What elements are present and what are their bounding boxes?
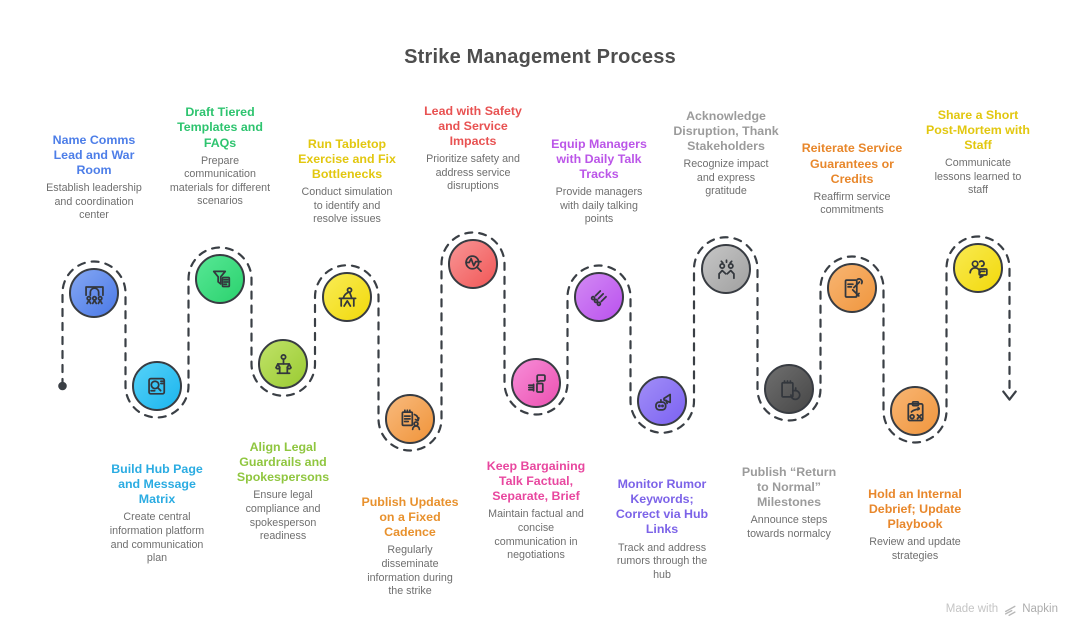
step-12-description: Announce steps towards normalcy bbox=[747, 514, 831, 540]
step-4-text: Align Legal Guardrails and Spokespersons… bbox=[217, 440, 349, 544]
step-6-title: Publish Updates on a Fixed Cadence bbox=[361, 495, 459, 540]
postmortem-chat-icon bbox=[968, 259, 988, 278]
step-14-title: Hold an Internal Debrief; Update Playboo… bbox=[868, 487, 962, 532]
step-4-title: Align Legal Guardrails and Spokespersons bbox=[236, 440, 330, 485]
step-2-title: Build Hub Page and Message Matrix bbox=[111, 462, 203, 507]
page-title: Strike Management Process bbox=[404, 46, 676, 68]
step-12-circle bbox=[764, 364, 814, 414]
path-end-arrowhead bbox=[1002, 390, 1017, 401]
update-cadence-icon bbox=[401, 408, 420, 430]
step-13-title: Reiterate Service Guarantees or Credits bbox=[801, 141, 903, 186]
step-15-title: Share a Short Post-Mortem with Staff bbox=[926, 107, 1030, 153]
step-11-title: Acknowledge Disruption, Thank Stakeholde… bbox=[673, 108, 779, 154]
step-10-description: Track and address rumors through the hub bbox=[616, 541, 708, 581]
step-13-circle bbox=[827, 263, 877, 313]
step-7-description: Prioritize safety and address service di… bbox=[426, 153, 520, 193]
step-15-circle bbox=[953, 243, 1003, 293]
step-11-description: Recognize impact and express gratitude bbox=[683, 158, 769, 198]
step-10-title: Monitor Rumor Keywords; Correct via Hub … bbox=[615, 477, 709, 537]
step-9-title: Equip Managers with Daily Talk Tracks bbox=[551, 136, 647, 182]
step-1-description: Establish leadership and coordination ce… bbox=[46, 182, 142, 222]
step-10-circle bbox=[637, 376, 687, 426]
step-5-description: Conduct simulation to identify and resol… bbox=[301, 186, 393, 226]
step-13-description: Reaffirm service commitments bbox=[813, 190, 891, 217]
step-7-circle bbox=[448, 239, 498, 289]
step-8-circle bbox=[511, 358, 561, 408]
watermark-brand: Napkin bbox=[1022, 603, 1058, 615]
bargaining-chat-icon bbox=[527, 373, 546, 393]
funnel-templates-icon bbox=[212, 270, 230, 287]
legal-scales-icon bbox=[274, 353, 292, 374]
step-11-circle bbox=[701, 244, 751, 294]
step-14-circle bbox=[890, 386, 940, 436]
hub-monitor-icon bbox=[147, 377, 165, 395]
milestones-refresh-icon bbox=[780, 379, 801, 400]
step-3-circle bbox=[195, 254, 245, 304]
step-3-title: Draft Tiered Templates and FAQs bbox=[177, 105, 263, 150]
step-6-description: Regularly disseminate information during… bbox=[367, 544, 453, 598]
step-6-circle bbox=[385, 394, 435, 444]
step-7-title: Lead with Safety and Service Impacts bbox=[424, 103, 522, 149]
step-1-circle bbox=[69, 268, 119, 318]
step-5-text: Run Tabletop Exercise and Fix Bottleneck… bbox=[281, 137, 413, 227]
step-9-circle bbox=[574, 272, 624, 322]
step-4-circle bbox=[258, 339, 308, 389]
service-tools-icon bbox=[844, 277, 863, 298]
step-8-description: Maintain factual and concise communicati… bbox=[488, 508, 584, 562]
step-10-text: Monitor Rumor Keywords; Correct via Hub … bbox=[596, 477, 728, 582]
safety-pulse-icon bbox=[464, 254, 482, 272]
step-15-description: Communicate lessons learned to staff bbox=[934, 157, 1022, 197]
step-3-description: Prepare communication materials for diff… bbox=[169, 154, 271, 208]
path-start-dot bbox=[58, 381, 67, 391]
step-5-circle bbox=[322, 272, 372, 322]
step-11-text: Acknowledge Disruption, Thank Stakeholde… bbox=[660, 109, 792, 199]
step-2-description: Create central information platform and … bbox=[109, 511, 205, 565]
step-4-description: Ensure legal compliance and spokesperson… bbox=[245, 489, 321, 543]
step-2-circle bbox=[132, 361, 182, 411]
napkin-watermark: Made with Napkin bbox=[946, 602, 1058, 616]
playbook-clipboard-icon bbox=[906, 400, 924, 421]
step-5-title: Run Tabletop Exercise and Fix Bottleneck… bbox=[298, 136, 396, 182]
step-9-description: Provide managers with daily talking poin… bbox=[555, 186, 643, 226]
step-14-text: Hold an Internal Debrief; Update Playboo… bbox=[849, 487, 981, 564]
step-8-title: Keep Bargaining Talk Factual, Separate, … bbox=[486, 459, 586, 504]
step-14-description: Review and update strategies bbox=[869, 536, 961, 562]
napkin-logo-icon bbox=[1005, 605, 1016, 616]
rumor-megaphone-icon bbox=[654, 393, 671, 411]
tabletop-exercise-icon bbox=[338, 286, 356, 307]
war-room-icon bbox=[84, 285, 104, 304]
step-8-text: Keep Bargaining Talk Factual, Separate, … bbox=[470, 459, 602, 563]
watermark-text: Made with bbox=[945, 603, 999, 615]
step-12-title: Publish “Return to Normal” Milestones bbox=[741, 465, 837, 510]
talk-tracks-icon bbox=[590, 289, 607, 306]
step-1-title: Name Comms Lead and War Room bbox=[52, 132, 136, 178]
high-five-icon bbox=[717, 258, 735, 279]
